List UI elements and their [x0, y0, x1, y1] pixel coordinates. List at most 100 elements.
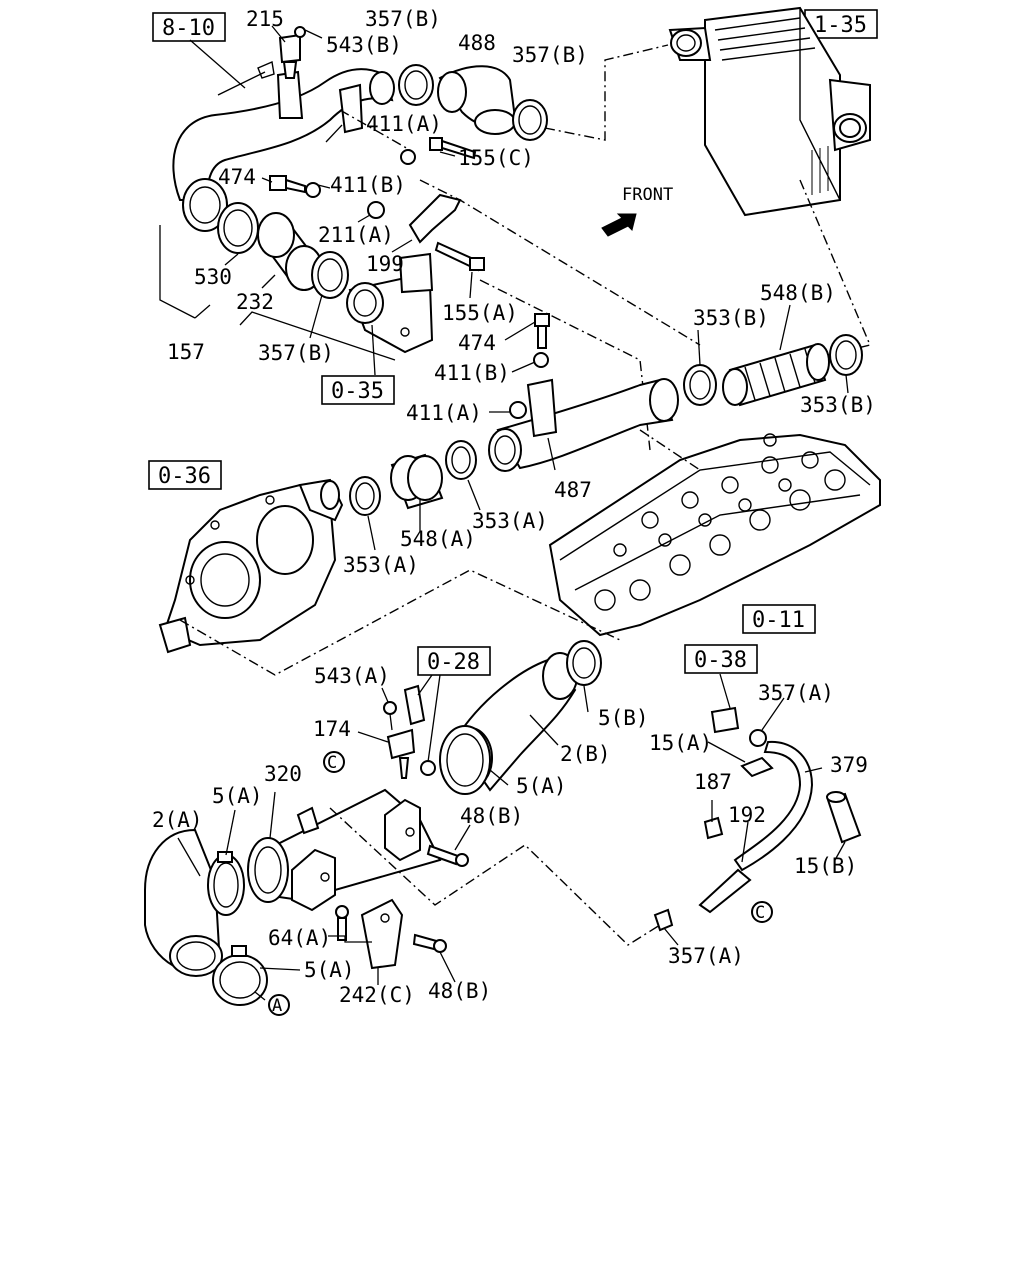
callout-357a-bot: 357(A)	[668, 944, 744, 968]
callout-64a: 64(A)	[268, 926, 331, 950]
leader-lines	[159, 124, 849, 1001]
connector-c-right: C	[751, 901, 773, 923]
callout-357b-top: 357(B)	[365, 7, 441, 31]
harness-stub	[189, 39, 246, 89]
clamp-5a-mid	[439, 725, 491, 795]
connector-c-left-label: C	[327, 753, 337, 773]
callout-543a: 543(A)	[314, 664, 390, 688]
nut-411b-top	[305, 182, 321, 198]
callout-199: 199	[366, 252, 404, 276]
callout-187: 187	[694, 770, 732, 794]
ref-label-0-38: 0-38	[694, 648, 747, 673]
callout-357b-right: 357(B)	[512, 43, 588, 67]
pipe-487	[488, 378, 679, 472]
bolt-48b-bot	[412, 933, 447, 953]
callout-320: 320	[264, 762, 302, 786]
callout-411a-mid: 411(A)	[406, 401, 482, 425]
sleeve-15b	[826, 791, 862, 844]
bolt-474-top	[269, 175, 306, 194]
front-indicator: FRONT	[601, 185, 673, 237]
bracket-right-box	[384, 798, 421, 862]
callout-242c: 242(C)	[339, 983, 415, 1007]
clamp-357b-low	[311, 251, 349, 299]
callout-labels: 215 543(B) 357(B) 488 357(B) 411(A) 155(…	[152, 7, 876, 1007]
connector-a: A	[268, 994, 290, 1016]
boot-2a	[144, 828, 223, 977]
callout-15a: 15(A)	[649, 731, 712, 755]
ref-box-0-35: 0-35	[321, 375, 395, 405]
callout-357a-top: 357(A)	[758, 681, 834, 705]
sensor-215	[271, 25, 323, 79]
nut-211a	[367, 201, 385, 219]
bolt-155a	[434, 241, 485, 272]
upper-duct-157	[172, 68, 395, 232]
clamp-353b-top	[683, 364, 717, 406]
callout-411b-top: 411(B)	[330, 173, 406, 197]
callout-48b-bot: 48(B)	[428, 979, 491, 1003]
ref-box-0-28: 0-28	[417, 646, 491, 676]
connector-a-label: A	[272, 996, 282, 1016]
pin-0-28	[403, 684, 436, 776]
callout-155a: 155(A)	[442, 301, 518, 325]
callout-548a: 548(A)	[400, 527, 476, 551]
dash-intercooler-right	[799, 179, 871, 351]
dash-intercooler-top	[544, 44, 669, 141]
clamp-353a-left	[349, 476, 381, 516]
ref-box-0-11: 0-11	[742, 604, 816, 634]
callout-155c: 155(C)	[458, 146, 534, 170]
hose-548b	[722, 343, 830, 407]
ref-box-8-10: 8-10	[152, 12, 226, 42]
hose-192	[698, 868, 752, 914]
ref-box-0-38: 0-38	[684, 644, 758, 674]
intercooler	[668, 6, 871, 217]
hose-548a	[390, 453, 444, 510]
nut-411a-mid	[509, 401, 527, 419]
callout-411a-top: 411(A)	[366, 112, 442, 136]
ref-label-1-35: 1-35	[814, 13, 867, 38]
callout-192: 192	[728, 803, 766, 827]
ref-box-0-36: 0-36	[148, 460, 222, 490]
clamp-353a-right	[445, 440, 477, 480]
sensor-174	[383, 701, 416, 779]
cylinder-head	[548, 433, 881, 637]
clamp-357a-top	[749, 729, 767, 747]
clamp-5a-left	[207, 851, 245, 916]
callout-353b-low: 353(B)	[800, 393, 876, 417]
callout-5a-mid: 5(A)	[516, 774, 567, 798]
callout-488: 488	[458, 31, 496, 55]
fitting-0-38	[710, 673, 740, 734]
callout-487: 487	[554, 478, 592, 502]
ring-530	[217, 202, 259, 254]
callout-232: 232	[236, 290, 274, 314]
bolt-187	[703, 816, 724, 840]
throttle-body	[346, 252, 434, 354]
callout-5b: 5(B)	[598, 706, 649, 730]
elbow-hose-488	[437, 65, 517, 135]
clamp-5b	[566, 640, 602, 686]
callout-5a-left: 5(A)	[212, 784, 263, 808]
ref-label-0-35: 0-35	[331, 379, 384, 404]
ref-label-0-28: 0-28	[427, 650, 480, 675]
turbocharger	[158, 478, 344, 654]
bolt-155c	[429, 137, 477, 160]
callout-474-mid: 474	[458, 331, 496, 355]
dash-c-link	[329, 807, 661, 946]
bracket-left-box	[291, 848, 336, 912]
callout-5a-bot: 5(A)	[304, 958, 355, 982]
callout-215: 215	[246, 7, 284, 31]
front-arrow-icon	[601, 213, 637, 237]
callout-48b-top: 48(B)	[460, 804, 523, 828]
connector-c-left: C	[323, 751, 345, 773]
bolt-64a	[335, 905, 349, 941]
callout-530: 530	[194, 265, 232, 289]
callout-2b: 2(B)	[560, 742, 611, 766]
dash-head-link	[639, 429, 701, 471]
ref-label-0-11: 0-11	[752, 608, 805, 633]
callout-548b: 548(B)	[760, 281, 836, 305]
callout-2a: 2(A)	[152, 808, 203, 832]
connector-c-right-label: C	[755, 903, 765, 923]
front-label: FRONT	[622, 185, 673, 205]
bracket-242c	[360, 898, 404, 970]
